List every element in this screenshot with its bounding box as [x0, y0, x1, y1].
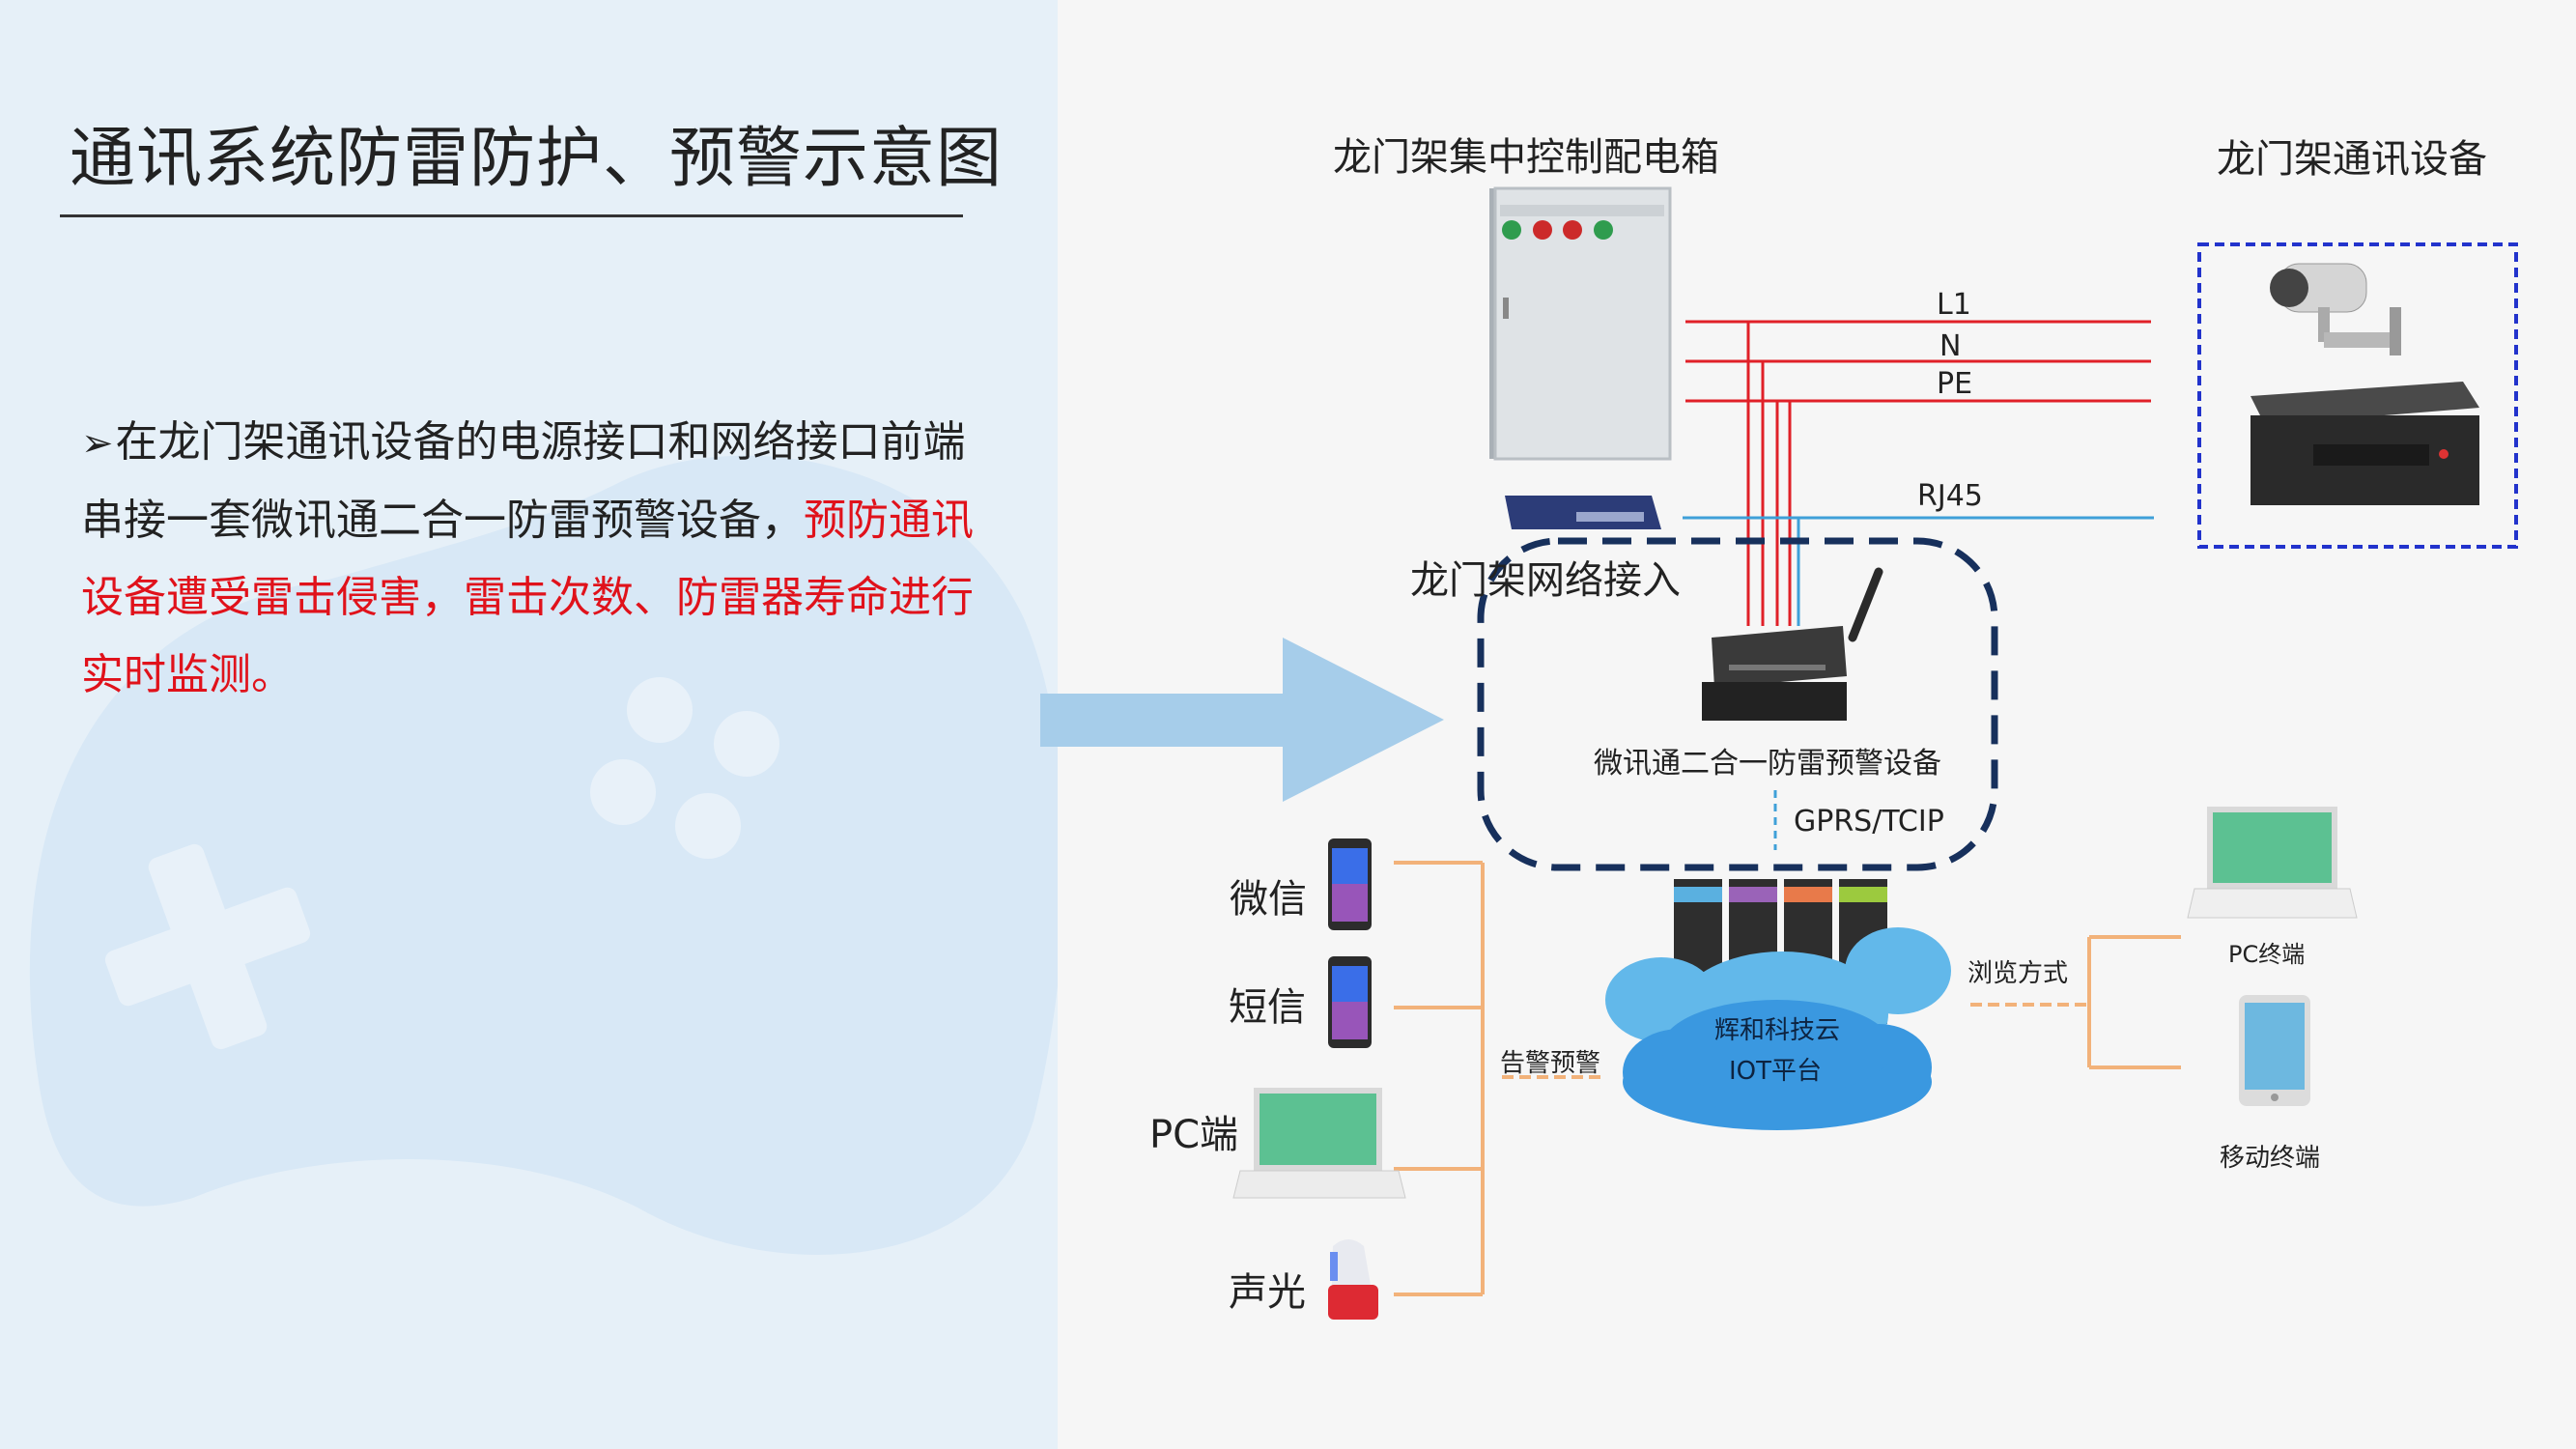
- l1-line-label: L1: [1937, 288, 1971, 322]
- page-title: 通讯系统防雷防护、预警示意图: [70, 121, 1004, 197]
- access-dashed-box: [1477, 537, 1998, 871]
- output-label-wechat: 微信: [1230, 877, 1307, 922]
- power-lines: [1685, 320, 2151, 626]
- network-switch-icon: [1505, 496, 1661, 529]
- bullet-paragraph: ➢在龙门架通讯设备的电源接口和网络接口前端串接一套微讯通二合一防雷预警设备，预防…: [81, 404, 989, 714]
- network-access-label: 龙门架网络接入: [1410, 558, 1681, 603]
- comm-equipment-box: [2197, 242, 2518, 549]
- gamepad-watermark-icon: [29, 455, 1058, 1255]
- output-label-sound-light: 声光: [1229, 1270, 1306, 1315]
- control-box-label: 龙门架集中控制配电箱: [1333, 135, 1719, 180]
- pc-terminal-icon: [2187, 807, 2358, 919]
- rack-device-icon: [2250, 382, 2479, 505]
- browse-connectors: [1970, 935, 2181, 1069]
- tablet-icon: [2239, 995, 2310, 1106]
- phone-icon: [1328, 838, 1372, 930]
- phone-icon: [1328, 956, 1372, 1048]
- alarm-connectors: [1394, 861, 1606, 1296]
- flow-arrow-icon: [1040, 638, 1444, 802]
- rj45-line-label: RJ45: [1917, 479, 1983, 513]
- bullet-text-black: 在龙门架通讯设备的电源接口和网络接口前端串接一套微讯通二合一防雷预警设备，: [81, 417, 966, 545]
- title-underline: [60, 214, 963, 217]
- laptop-icon: [1232, 1088, 1406, 1199]
- network-line: [1683, 516, 2154, 626]
- alarm-light-icon: [1328, 1239, 1378, 1320]
- mobile-terminal-label: 移动终端: [2220, 1144, 2321, 1173]
- comm-equipment-label: 龙门架通讯设备: [2217, 137, 2487, 182]
- control-box-icon: [1489, 186, 1672, 461]
- browse-label: 浏览方式: [1967, 959, 2069, 988]
- cloud-server-icon: [1605, 879, 1951, 1130]
- cloud-label-line2: IOT平台: [1729, 1057, 1823, 1086]
- left-panel: 通讯系统防雷防护、预警示意图 ➢在龙门架通讯设备的电源接口和网络接口前端串接一套…: [0, 0, 1058, 1449]
- alarm-label: 告警预警: [1500, 1049, 1601, 1078]
- cloud-label-line1: 辉和科技云: [1714, 1016, 1841, 1045]
- device-label: 微讯通二合一防雷预警设备: [1594, 747, 1941, 781]
- router-device-icon: [1702, 567, 1883, 721]
- output-label-pc: PC端: [1149, 1113, 1239, 1157]
- pc-terminal-label: PC终端: [2228, 941, 2306, 968]
- pe-line-label: PE: [1937, 367, 1973, 401]
- bullet-text-red: 预防通讯设备遭受雷击侵害，雷击次数、防雷器寿命进行实时监测。: [81, 496, 974, 699]
- output-label-sms: 短信: [1229, 985, 1306, 1030]
- camera-icon: [2270, 263, 2401, 355]
- gprs-label: GPRS/TCIP: [1794, 805, 1944, 838]
- bullet-arrow-icon: ➢: [81, 421, 114, 466]
- n-line-label: N: [1939, 329, 1962, 363]
